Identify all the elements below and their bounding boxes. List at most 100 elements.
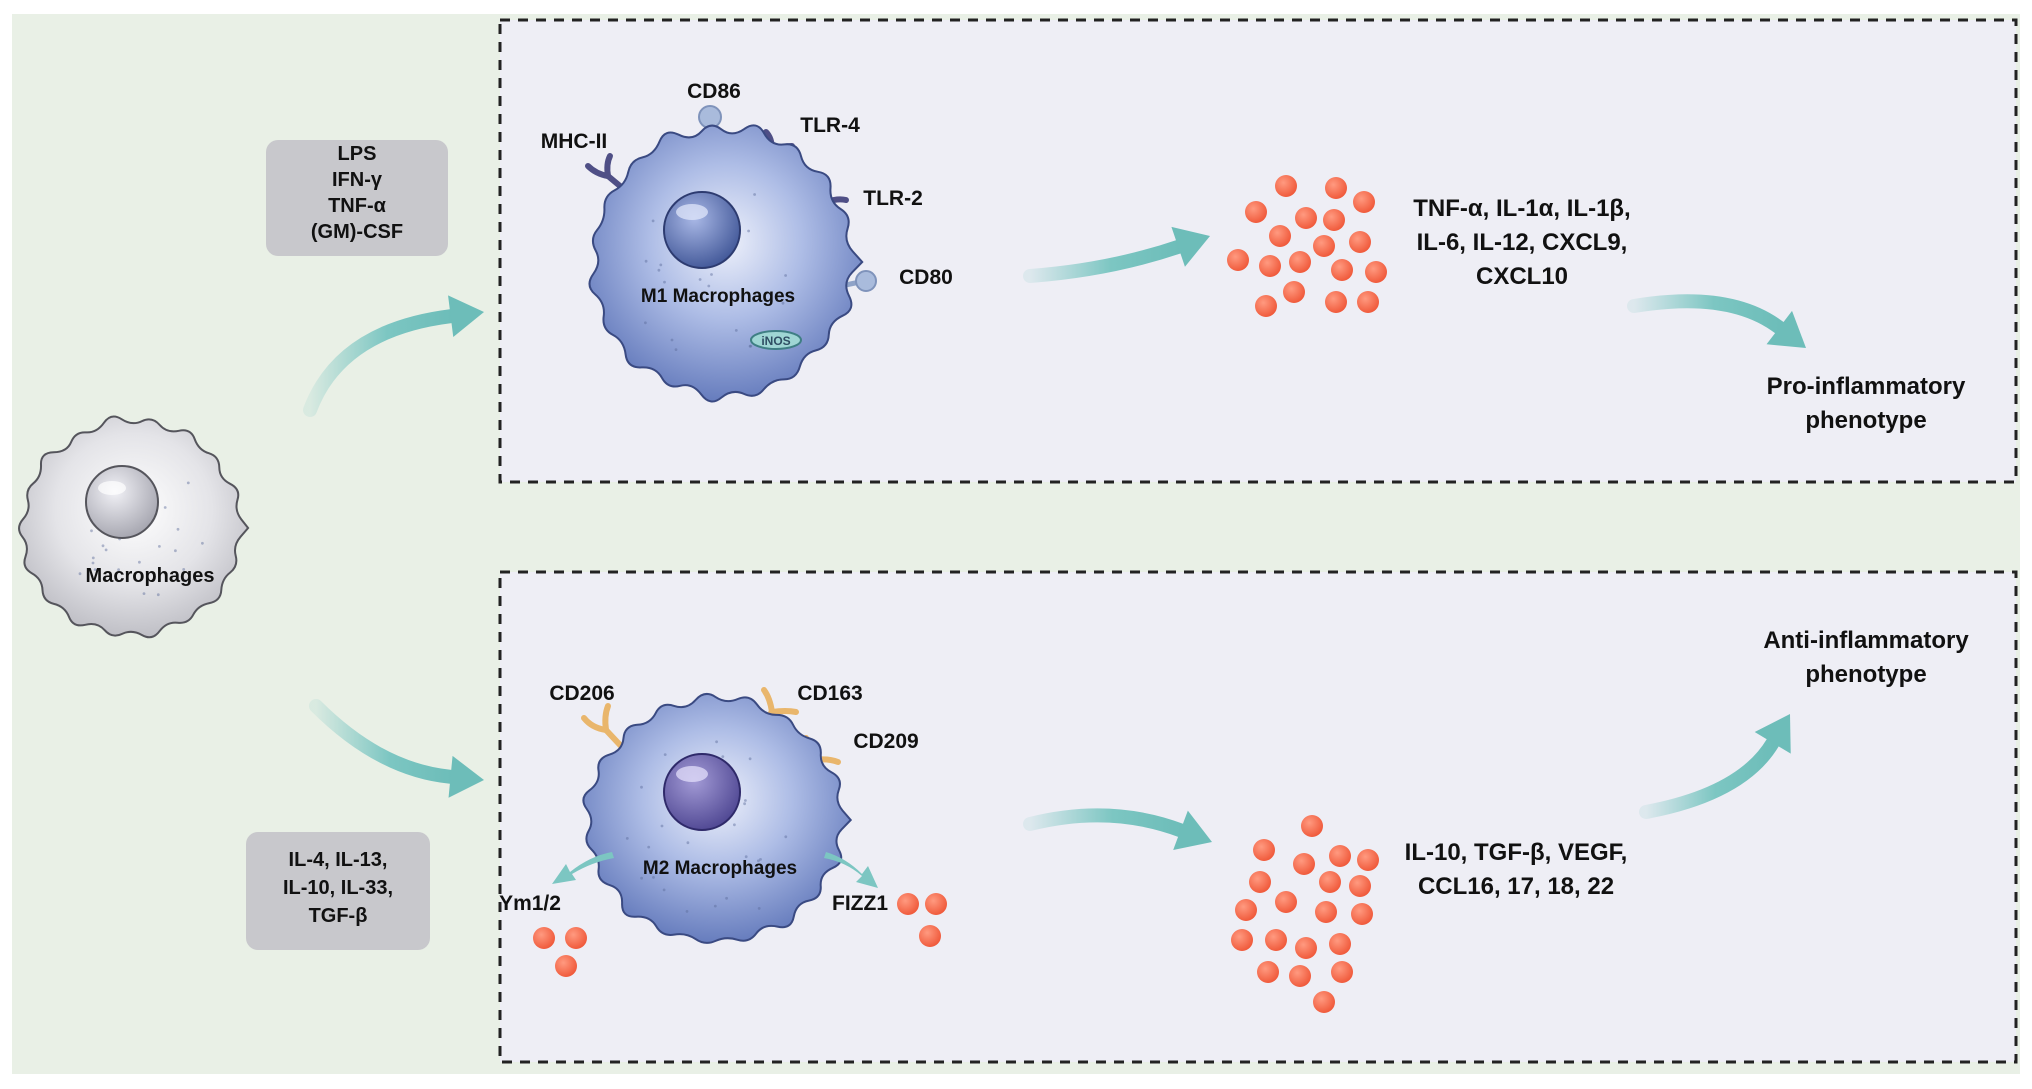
cytokine-dot <box>1269 225 1291 247</box>
m1-phenotype-line: phenotype <box>1805 407 1926 434</box>
m2-phenotype-line: phenotype <box>1805 661 1926 688</box>
m1-cell-body <box>588 124 864 403</box>
m2-cytokine-line: IL-10, TGF-β, VEGF, <box>1405 839 1628 866</box>
cell-speckle <box>657 268 661 272</box>
cell-speckle <box>743 802 746 806</box>
cd206-label: CD206 <box>549 682 614 705</box>
cell-speckle <box>748 757 752 761</box>
cell-speckle <box>644 259 648 263</box>
m2-secretion-arrows <box>552 852 878 888</box>
cell-speckle <box>747 229 750 233</box>
cytokine-dot <box>1289 965 1311 987</box>
cytokine-dot <box>555 955 577 977</box>
tlr4-label: TLR-4 <box>800 114 860 137</box>
cytokine-dot <box>1275 891 1297 913</box>
cell-speckle <box>91 556 95 560</box>
cell-speckle <box>759 858 762 861</box>
cell-speckle <box>674 348 678 351</box>
cell-speckle <box>722 300 726 303</box>
inos-label: iNOS <box>761 334 790 348</box>
cell-speckle <box>744 855 748 859</box>
cytokine-dot <box>1329 933 1351 955</box>
m1-nucleus <box>663 191 741 269</box>
naive-macrophage: Macrophages <box>18 415 250 639</box>
cell-speckle <box>663 280 666 284</box>
cytokine-dot <box>1265 929 1287 951</box>
cytokine-dot <box>919 925 941 947</box>
m1-cell-label: M1 Macrophages <box>641 286 795 307</box>
cytokine-dot <box>1257 961 1279 983</box>
cell-speckle <box>733 823 736 827</box>
cytokine-dot <box>1329 845 1351 867</box>
cytokine-dot <box>533 927 555 949</box>
arrow-shaft <box>1023 239 1186 283</box>
cell-speckle <box>644 321 647 325</box>
m1-stimulus: IFN-γ <box>332 169 383 191</box>
cell-speckle <box>715 740 718 744</box>
fizz1-label: FIZZ1 <box>832 892 888 915</box>
cell-speckle <box>670 338 674 342</box>
m1-stimulus: LPS <box>338 143 377 165</box>
cell-speckle <box>757 859 760 863</box>
cytokine-dot <box>1365 261 1387 283</box>
cytokine-dot <box>1301 815 1323 837</box>
cell-speckle <box>749 344 753 348</box>
cytokine-dot <box>1325 291 1347 313</box>
cytokine-dot <box>1331 259 1353 281</box>
cell-speckle <box>186 481 190 485</box>
cell-speckle <box>625 837 629 840</box>
m1-stimulus: (GM)-CSF <box>311 221 403 243</box>
cytokine-dot <box>1235 899 1257 921</box>
cell-speckle <box>104 548 108 552</box>
mhc2-label: MHC-II <box>541 130 608 153</box>
cytokine-dot <box>1357 291 1379 313</box>
m2-macrophage: M2 Macrophages <box>582 692 853 944</box>
cell-speckle <box>660 824 664 828</box>
cell-speckle <box>781 301 785 305</box>
m2-stimulus: TGF-β <box>309 905 368 927</box>
cytokine-dot <box>1313 235 1335 257</box>
cytokine-dot <box>925 893 947 915</box>
arrow-head <box>448 755 484 798</box>
cell-speckle <box>117 568 120 572</box>
cell-speckle <box>158 545 161 548</box>
m1-stimuli-box <box>266 140 448 256</box>
cell-speckle <box>734 329 738 332</box>
arrow-head <box>1754 714 1791 754</box>
cell-speckle <box>142 592 146 595</box>
cytokine-dot <box>1325 177 1347 199</box>
cell-speckle <box>176 527 180 531</box>
cytokine-dot <box>1295 207 1317 229</box>
m2-cell-label: M2 Macrophages <box>643 858 797 879</box>
cytokine-dot <box>1295 937 1317 959</box>
m1-cytokine-line: IL-6, IL-12, CXCL9, <box>1417 229 1628 256</box>
cell-speckle <box>652 876 655 879</box>
cytokine-dot <box>1319 871 1341 893</box>
cytokine-dot <box>1259 255 1281 277</box>
cytokine-dot <box>1349 875 1371 897</box>
ym12-label: Ym1/2 <box>499 892 561 915</box>
cell-speckle <box>662 888 666 892</box>
cell-speckle <box>651 219 655 223</box>
cell-speckle <box>163 506 167 509</box>
cell-speckle <box>663 753 667 756</box>
m2-cytokines: IL-10, TGF-β, VEGF, CCL16, 17, 18, 22 <box>1405 839 1628 900</box>
cell-speckle <box>690 291 694 295</box>
cell-speckle <box>784 835 788 839</box>
cell-speckle <box>156 593 160 597</box>
arrow-head <box>448 295 484 338</box>
cd163-label: CD163 <box>797 682 862 705</box>
m1-stimuli: LPS IFN-γ TNF-α (GM)-CSF <box>311 143 403 243</box>
cytokine-dot <box>1357 849 1379 871</box>
cell-speckle <box>201 541 204 545</box>
cell-speckle <box>685 910 689 913</box>
m2-stimuli-box <box>246 832 430 950</box>
cytokine-dot <box>1351 903 1373 925</box>
cell-speckle <box>707 284 711 288</box>
cytokine-dot <box>1331 961 1353 983</box>
cell-speckle <box>686 841 690 845</box>
cell-speckle <box>721 755 725 758</box>
cytokine-dot <box>1253 839 1275 861</box>
cd209-label: CD209 <box>853 730 918 753</box>
arrow-head <box>1171 226 1210 267</box>
